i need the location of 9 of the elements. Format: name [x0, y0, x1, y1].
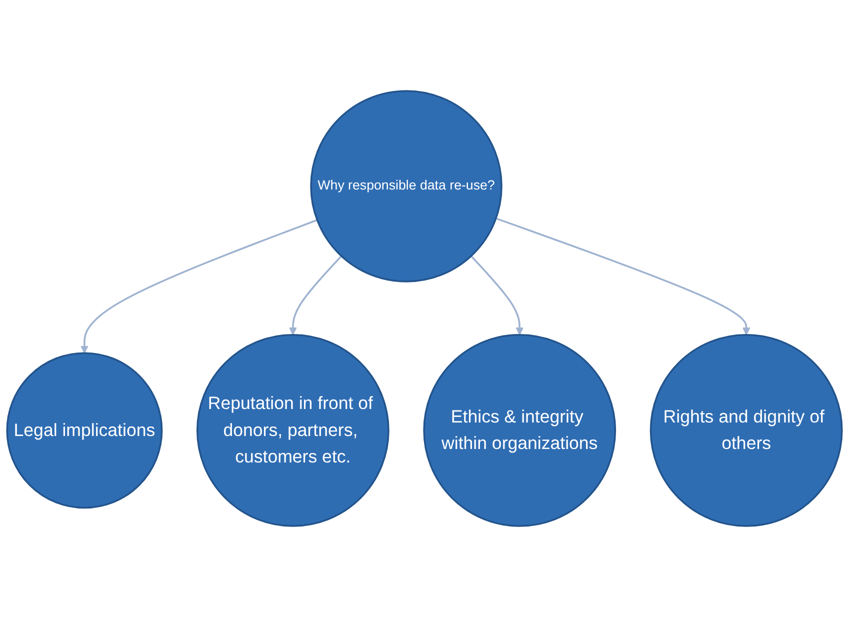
node-circle: Rights and dignity of others: [650, 334, 843, 527]
arrow: [289, 255, 342, 336]
node-circle: Ethics & integrity within organizations: [423, 334, 616, 527]
arrow: [470, 255, 524, 336]
node-circle: Legal implications: [6, 352, 163, 509]
node-circle: Why responsible data re-use?: [310, 90, 502, 282]
node-circle: Reputation in front of donors, partners, customers etc.: [196, 334, 390, 527]
arrow: [80, 219, 318, 354]
arrow: [496, 218, 750, 336]
